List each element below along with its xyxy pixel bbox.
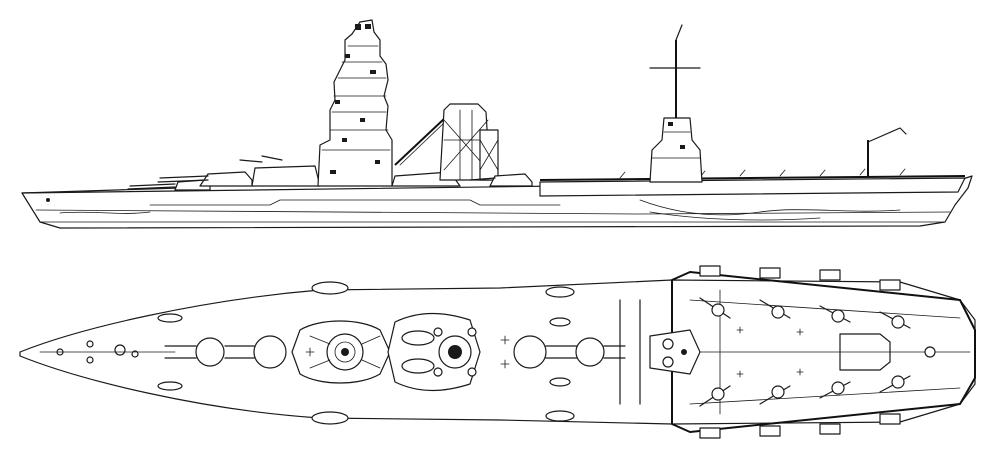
deck-cross-markers xyxy=(305,326,804,378)
flight-deck-plan xyxy=(671,271,976,433)
turret-a-plan xyxy=(164,337,225,367)
catapult-turntables xyxy=(711,303,905,401)
aft-elevator xyxy=(839,333,891,371)
hangar-side xyxy=(539,177,966,197)
bow-fittings xyxy=(39,340,176,364)
hull-plan xyxy=(19,279,976,425)
plan-view xyxy=(19,265,976,439)
turret-c xyxy=(469,173,533,187)
pagoda-tower xyxy=(317,19,393,187)
pagoda-plan xyxy=(291,320,391,384)
anchor-hawse xyxy=(46,198,50,202)
funnel-plan xyxy=(387,312,481,392)
crane-boom xyxy=(394,117,446,166)
secondary-gun-1 xyxy=(239,159,263,163)
side-sponsons xyxy=(311,281,575,425)
mainmast-topmast xyxy=(675,24,683,41)
aft-island-plan xyxy=(649,329,701,375)
aft-island xyxy=(649,117,703,183)
turret-c-plan xyxy=(513,335,581,369)
hull-pattern-2 xyxy=(639,199,901,216)
transition-bulkhead xyxy=(619,299,641,405)
hull-pattern-3 xyxy=(649,211,821,221)
ships-boats xyxy=(157,313,571,391)
hull-pattern-1 xyxy=(59,211,151,214)
funnel-lattice xyxy=(439,103,499,181)
crane-stay xyxy=(399,121,446,166)
side-profile-view xyxy=(21,19,973,229)
armour-belt xyxy=(149,199,561,206)
turret-b xyxy=(157,171,253,187)
forecastle-deck xyxy=(21,187,181,194)
turret-b-plan xyxy=(224,335,287,369)
forward-deckhouse xyxy=(251,165,321,187)
turret-d-plan xyxy=(575,337,626,367)
turret-a xyxy=(127,179,211,191)
deck-marker-aft xyxy=(924,346,936,358)
flight-deck xyxy=(539,175,966,181)
flight-deck-sponsons xyxy=(699,265,901,439)
secondary-gun-2 xyxy=(261,155,283,161)
stern-crane-jib xyxy=(867,127,907,143)
